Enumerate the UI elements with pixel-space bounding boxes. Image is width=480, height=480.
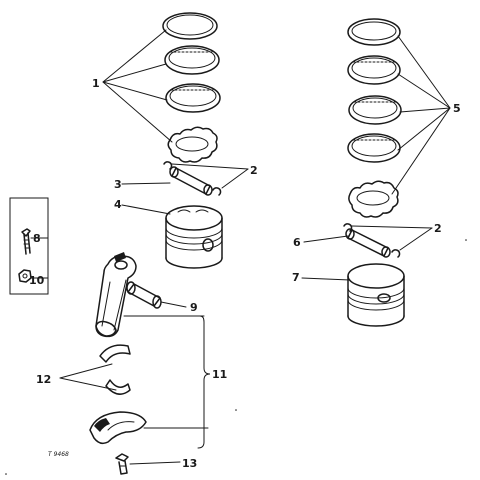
pin-bushing	[126, 281, 187, 309]
rod-bolt	[21, 228, 49, 255]
callout-12: 12	[36, 373, 51, 386]
cap-bolt	[115, 453, 181, 475]
rod-cap	[89, 411, 209, 445]
callout-9: 9	[190, 301, 198, 314]
rod-nut	[18, 269, 49, 283]
left-piston	[121, 204, 223, 269]
right-ring-4	[347, 133, 401, 163]
callout-3: 3	[114, 178, 122, 191]
left-ring-2	[164, 45, 220, 75]
bolt-nut-inset	[9, 197, 49, 295]
callout-13: 13	[182, 457, 197, 470]
callout-2-left: 2	[250, 164, 258, 177]
callout-7: 7	[292, 271, 300, 284]
callout-8: 8	[33, 232, 41, 245]
right-pin-clips	[343, 223, 433, 258]
figure-code: T 9468	[48, 451, 69, 458]
callout-11: 11	[212, 368, 227, 381]
right-piston-pin	[303, 228, 391, 258]
callout-1: 1	[92, 77, 100, 90]
callout-5: 5	[453, 102, 461, 115]
left-oil-ring-expander	[167, 126, 218, 163]
callout-6: 6	[293, 236, 301, 249]
right-piston-rings	[347, 18, 402, 218]
bearing-shells	[59, 344, 131, 395]
callout-2-right: 2	[434, 222, 442, 235]
leader-lines-part-1	[102, 29, 173, 143]
left-piston-rings	[162, 12, 221, 163]
right-oil-ring-expander	[348, 180, 399, 218]
left-piston-pin	[121, 166, 213, 196]
scan-specks	[5, 239, 467, 475]
bracket-part-11	[123, 315, 211, 449]
right-ring-3	[348, 95, 402, 125]
left-ring-1	[162, 12, 218, 40]
connecting-rod	[95, 252, 137, 338]
right-ring-2	[347, 55, 401, 85]
left-ring-3	[165, 83, 221, 113]
callout-4: 4	[114, 198, 122, 211]
leader-lines-part-5	[391, 35, 451, 195]
callout-10: 10	[29, 274, 45, 287]
right-piston	[301, 263, 405, 327]
right-ring-1	[347, 18, 401, 46]
